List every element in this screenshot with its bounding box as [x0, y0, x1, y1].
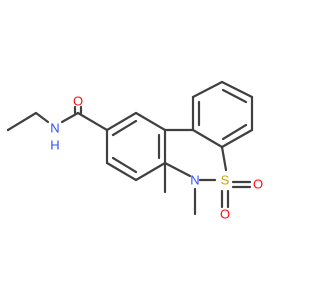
carbonyl-oxygen-label: O: [73, 94, 83, 109]
bond: [105, 111, 138, 132]
left-benzene-ring: [105, 111, 167, 182]
double-bond-inner: [111, 156, 138, 174]
amide-nitrogen-label: N: [50, 121, 59, 136]
bond-s-c: [220, 145, 228, 172]
bond: [220, 80, 254, 99]
bond: [191, 128, 224, 149]
sulfur-label: S: [221, 173, 230, 188]
amide-hydrogen-label: H: [50, 138, 59, 153]
bond: [220, 128, 254, 149]
propyl-bond: [34, 111, 50, 124]
sulfonyl-oxygen-label: O: [220, 207, 230, 222]
double-bond-inner: [111, 119, 138, 137]
bond-c-n: [163, 161, 192, 178]
bond-carbonyl-n: [60, 111, 80, 124]
bond-ring-carbonyl: [76, 111, 109, 132]
bond: [105, 161, 138, 182]
double-bond-inner: [221, 88, 248, 104]
double-bond-inner: [221, 123, 248, 141]
right-benzene-ring: [191, 80, 254, 149]
bond: [191, 80, 224, 99]
propyl-bond: [6, 111, 38, 132]
bond: [134, 161, 167, 182]
sulfonyl-oxygen-label: O: [253, 177, 263, 192]
bond: [134, 111, 167, 132]
ring-nitrogen-label: N: [190, 173, 199, 188]
molecule-structure-diagram: O N H N S O O: [6, 80, 263, 222]
